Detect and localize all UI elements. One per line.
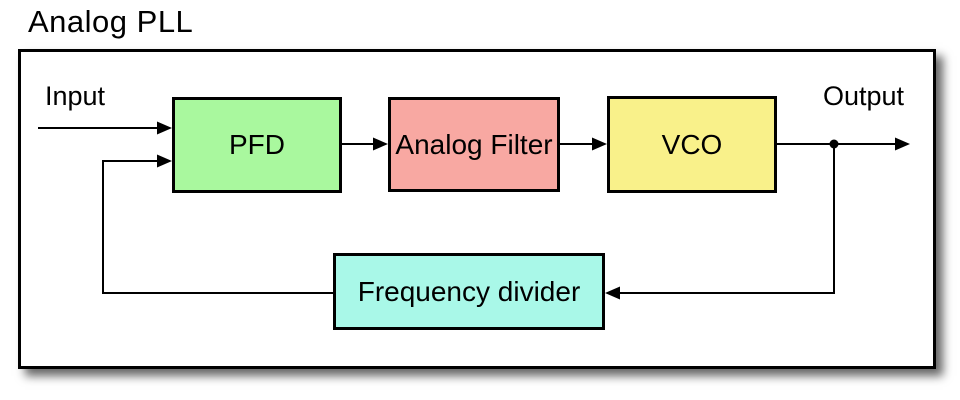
block-analog-filter: Analog Filter (388, 97, 560, 192)
diagram-title: Analog PLL (28, 4, 194, 39)
block-pfd: PFD (172, 97, 342, 193)
input-label: Input (45, 81, 106, 111)
block-analog-filter-label: Analog Filter (395, 128, 553, 160)
block-frequency-divider-label: Frequency divider (357, 275, 581, 307)
block-vco: VCO (607, 96, 777, 193)
block-frequency-divider: Frequency divider (333, 253, 605, 330)
block-pfd-label: PFD (229, 129, 285, 160)
output-label: Output (823, 81, 905, 111)
block-vco-label: VCO (661, 128, 723, 160)
